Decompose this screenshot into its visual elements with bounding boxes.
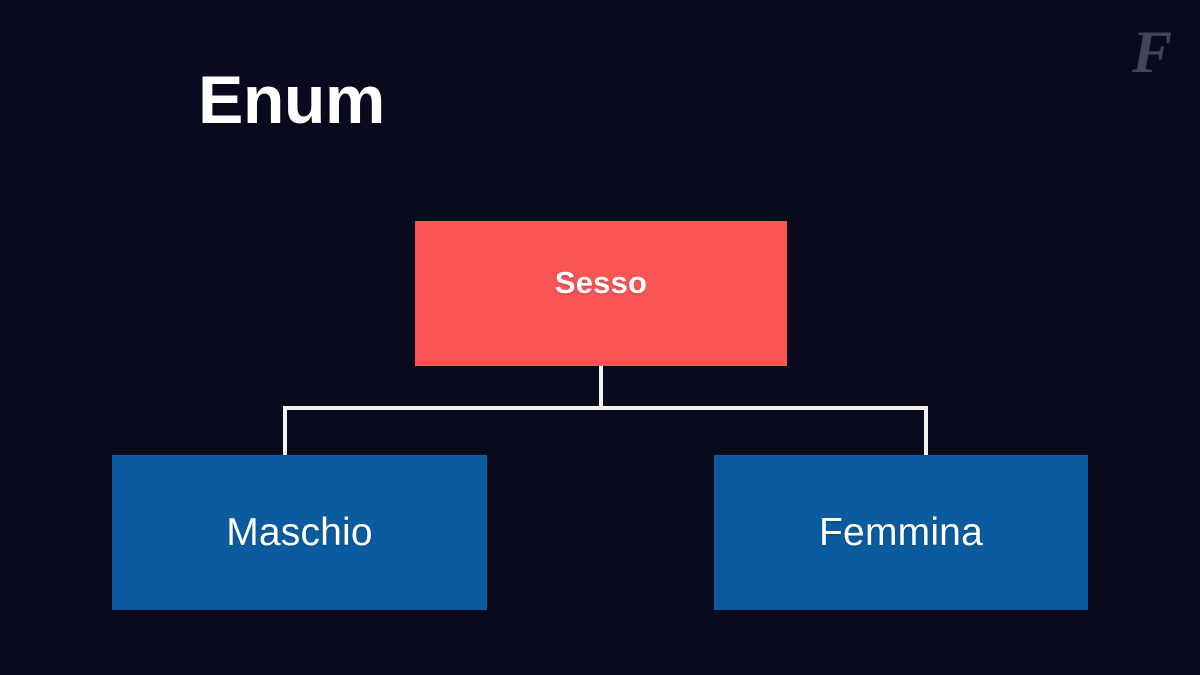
- node-root-sesso[interactable]: Sesso: [415, 221, 787, 366]
- connector-root-stem: [599, 366, 603, 410]
- watermark-letter: F: [1131, 22, 1172, 84]
- node-child-maschio[interactable]: Maschio: [112, 455, 487, 610]
- connector-horizontal-bus: [283, 406, 928, 410]
- connector-drop-right: [924, 406, 928, 457]
- page-title: Enum: [198, 62, 385, 138]
- node-child-femmina[interactable]: Femmina: [714, 455, 1088, 610]
- connector-drop-left: [283, 406, 287, 457]
- script-f-icon: F: [1131, 22, 1172, 84]
- brand-logo-icon: F: [1126, 22, 1180, 84]
